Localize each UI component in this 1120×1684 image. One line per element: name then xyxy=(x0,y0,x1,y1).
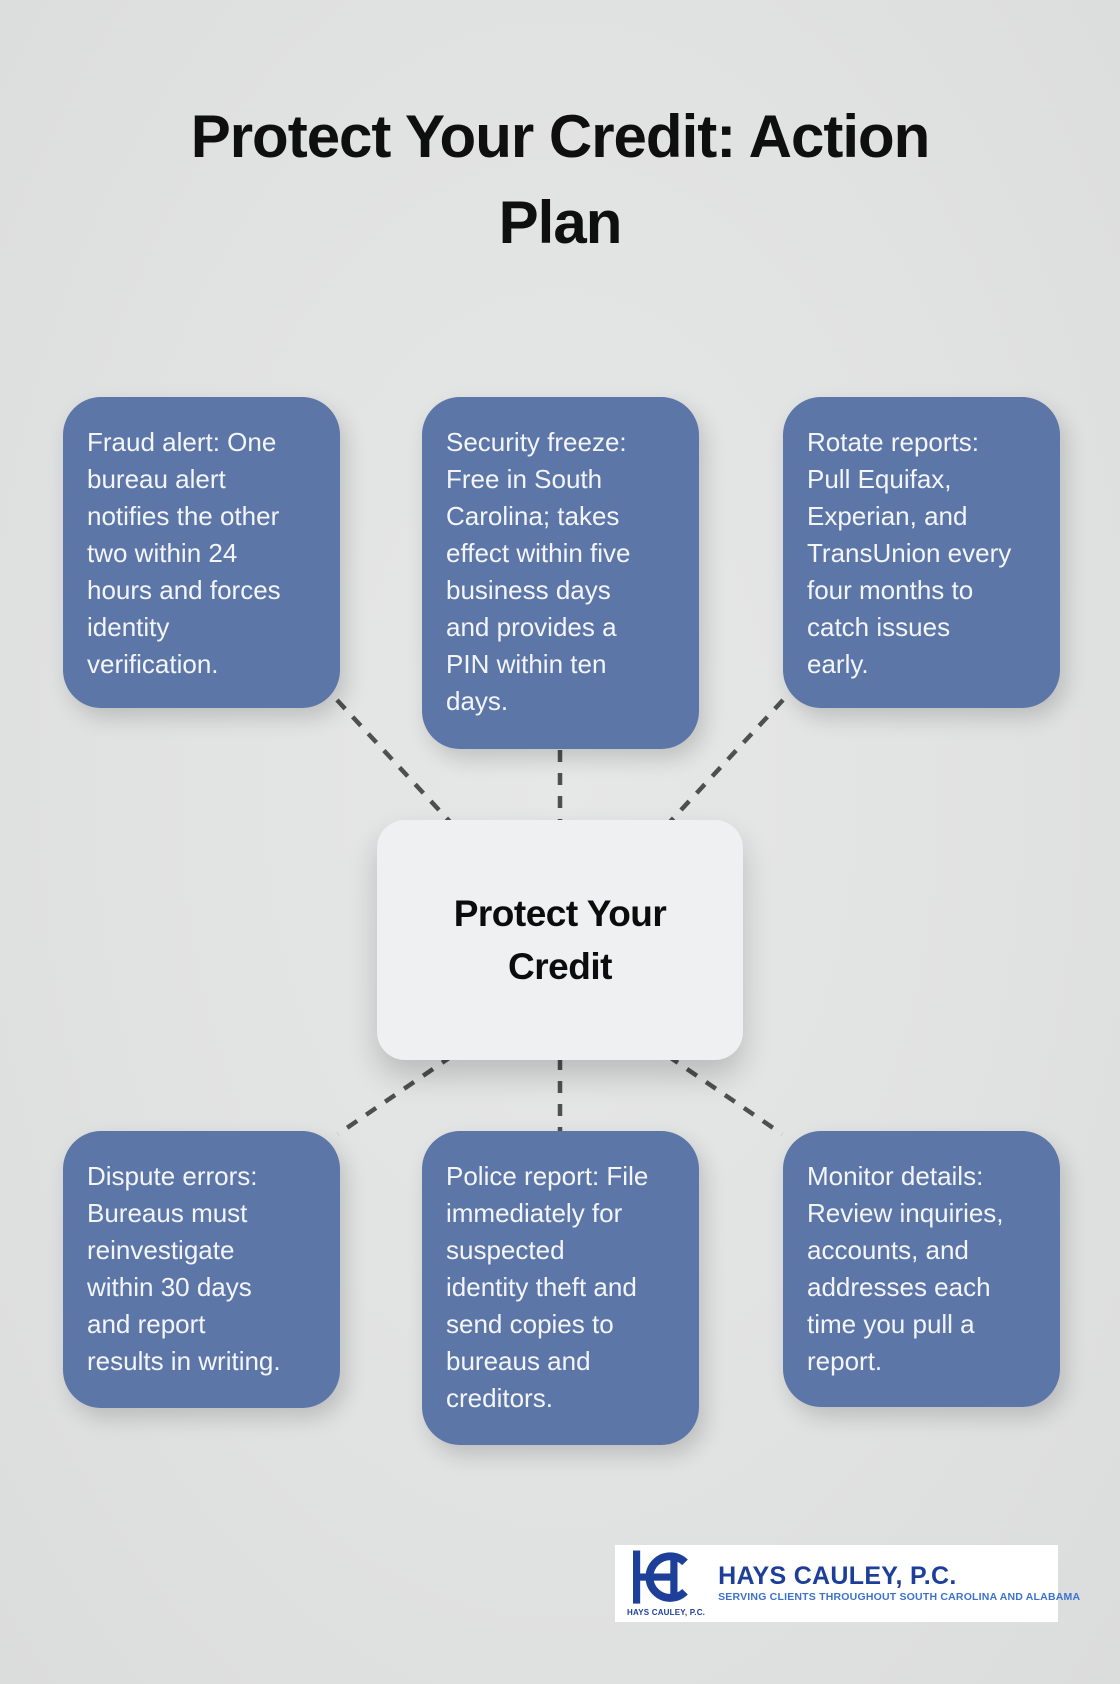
logo-tagline: SERVING CLIENTS THROUGHOUT SOUTH CAROLIN… xyxy=(718,1591,1081,1603)
connector-monitor-details xyxy=(666,1054,784,1136)
page-title: Protect Your Credit: Action Plan xyxy=(190,103,931,256)
connector-rotate-reports xyxy=(666,698,785,826)
logo: HAYS CAULEY, P.C. HAYS CAULEY, P.C. SERV… xyxy=(615,1545,1080,1622)
center-node: Protect Your Credit xyxy=(377,820,743,1060)
logo-name: HAYS CAULEY, P.C. xyxy=(718,1562,957,1590)
connector-dispute-errors xyxy=(336,1054,454,1136)
card-security-freeze: Security freeze: Free in South Carolina;… xyxy=(422,397,699,749)
connector-fraud-alert xyxy=(335,698,454,826)
logo-text-column: HAYS CAULEY, P.C. SERVING CLIENTS THROUG… xyxy=(718,1563,1080,1604)
center-node-label: Protect Your Credit xyxy=(453,893,667,987)
hc-monogram-icon xyxy=(633,1550,688,1604)
card-dispute-errors: Dispute errors: Bureaus must reinvestiga… xyxy=(63,1131,340,1408)
card-police-report: Police report: File immediately for susp… xyxy=(422,1131,699,1445)
card-monitor-details: Monitor details: Review inquiries, accou… xyxy=(783,1131,1060,1407)
logo-monogram-caption: HAYS CAULEY, P.C. xyxy=(627,1608,706,1617)
logo-mark-column: HAYS CAULEY, P.C. xyxy=(627,1550,705,1617)
card-rotate-reports: Rotate reports: Pull Equifax, Experian, … xyxy=(783,397,1060,708)
card-fraud-alert: Fraud alert: One bureau alert notifies t… xyxy=(63,397,340,708)
